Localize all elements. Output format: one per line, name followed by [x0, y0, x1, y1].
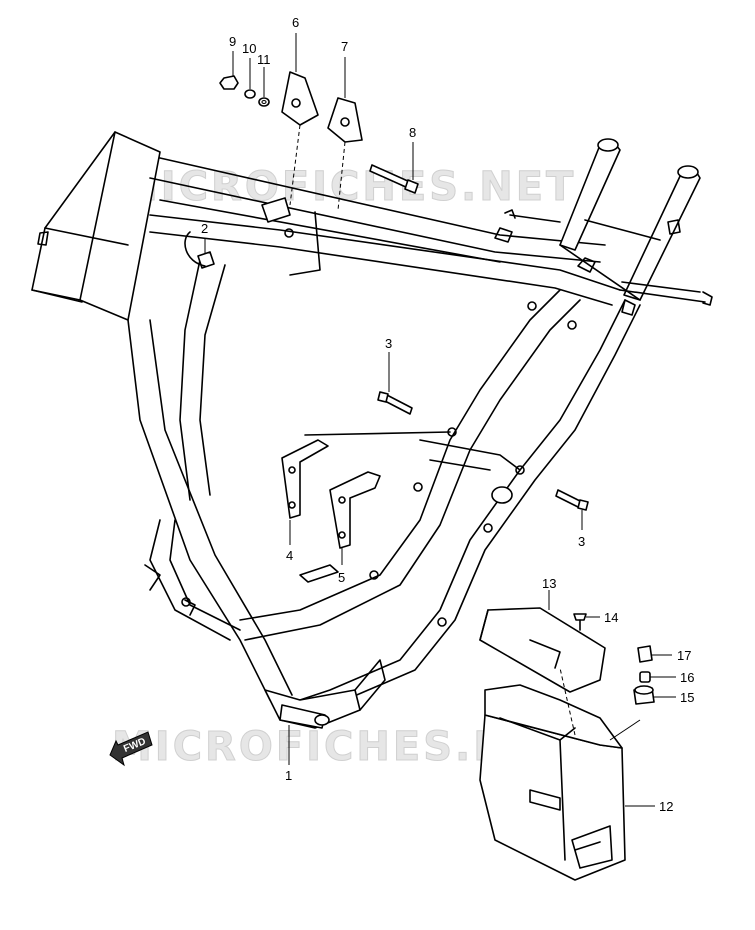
bolt-2 — [197, 251, 215, 269]
callout-10: 10 — [242, 41, 256, 56]
frame-body — [31, 131, 713, 729]
fwd-arrow-icon: FWD — [109, 731, 153, 767]
callout-13: 13 — [542, 576, 556, 591]
callout-4: 4 — [286, 548, 293, 563]
callout-12: 12 — [659, 799, 673, 814]
callout-7: 7 — [341, 39, 348, 54]
callout-17: 17 — [677, 648, 691, 663]
callout-11: 11 — [257, 52, 271, 67]
callout-1: 1 — [285, 768, 292, 783]
washer-11 — [258, 97, 270, 107]
battery-cover-13 — [479, 607, 606, 693]
bracket-7 — [327, 97, 363, 143]
callout-3-upper: 3 — [385, 336, 392, 351]
callout-9: 9 — [229, 34, 236, 49]
watermark-top: MICROFICHES.NET — [118, 164, 576, 210]
bracket-6 — [281, 71, 319, 126]
bolt-17 — [637, 645, 653, 663]
callout-labels: 1 2 3 3 4 5 6 7 8 9 10 11 12 13 14 17 16… — [201, 15, 694, 814]
nut-9 — [219, 75, 239, 90]
callout-6: 6 — [292, 15, 299, 30]
callout-15: 15 — [680, 690, 694, 705]
callout-14: 14 — [604, 610, 618, 625]
callout-3-lower: 3 — [578, 534, 585, 549]
frame-rear-upright — [79, 131, 161, 321]
callout-5: 5 — [338, 570, 345, 585]
screw-14 — [573, 613, 587, 621]
collar-16 — [639, 671, 651, 683]
mount-block — [261, 197, 291, 223]
callout-16: 16 — [680, 670, 694, 685]
washer-10 — [244, 89, 256, 99]
callout-2: 2 — [201, 221, 208, 236]
callout-leaders — [204, 33, 676, 807]
bracket-4 — [281, 439, 329, 519]
bracket-5 — [329, 471, 381, 549]
callout-8: 8 — [409, 125, 416, 140]
